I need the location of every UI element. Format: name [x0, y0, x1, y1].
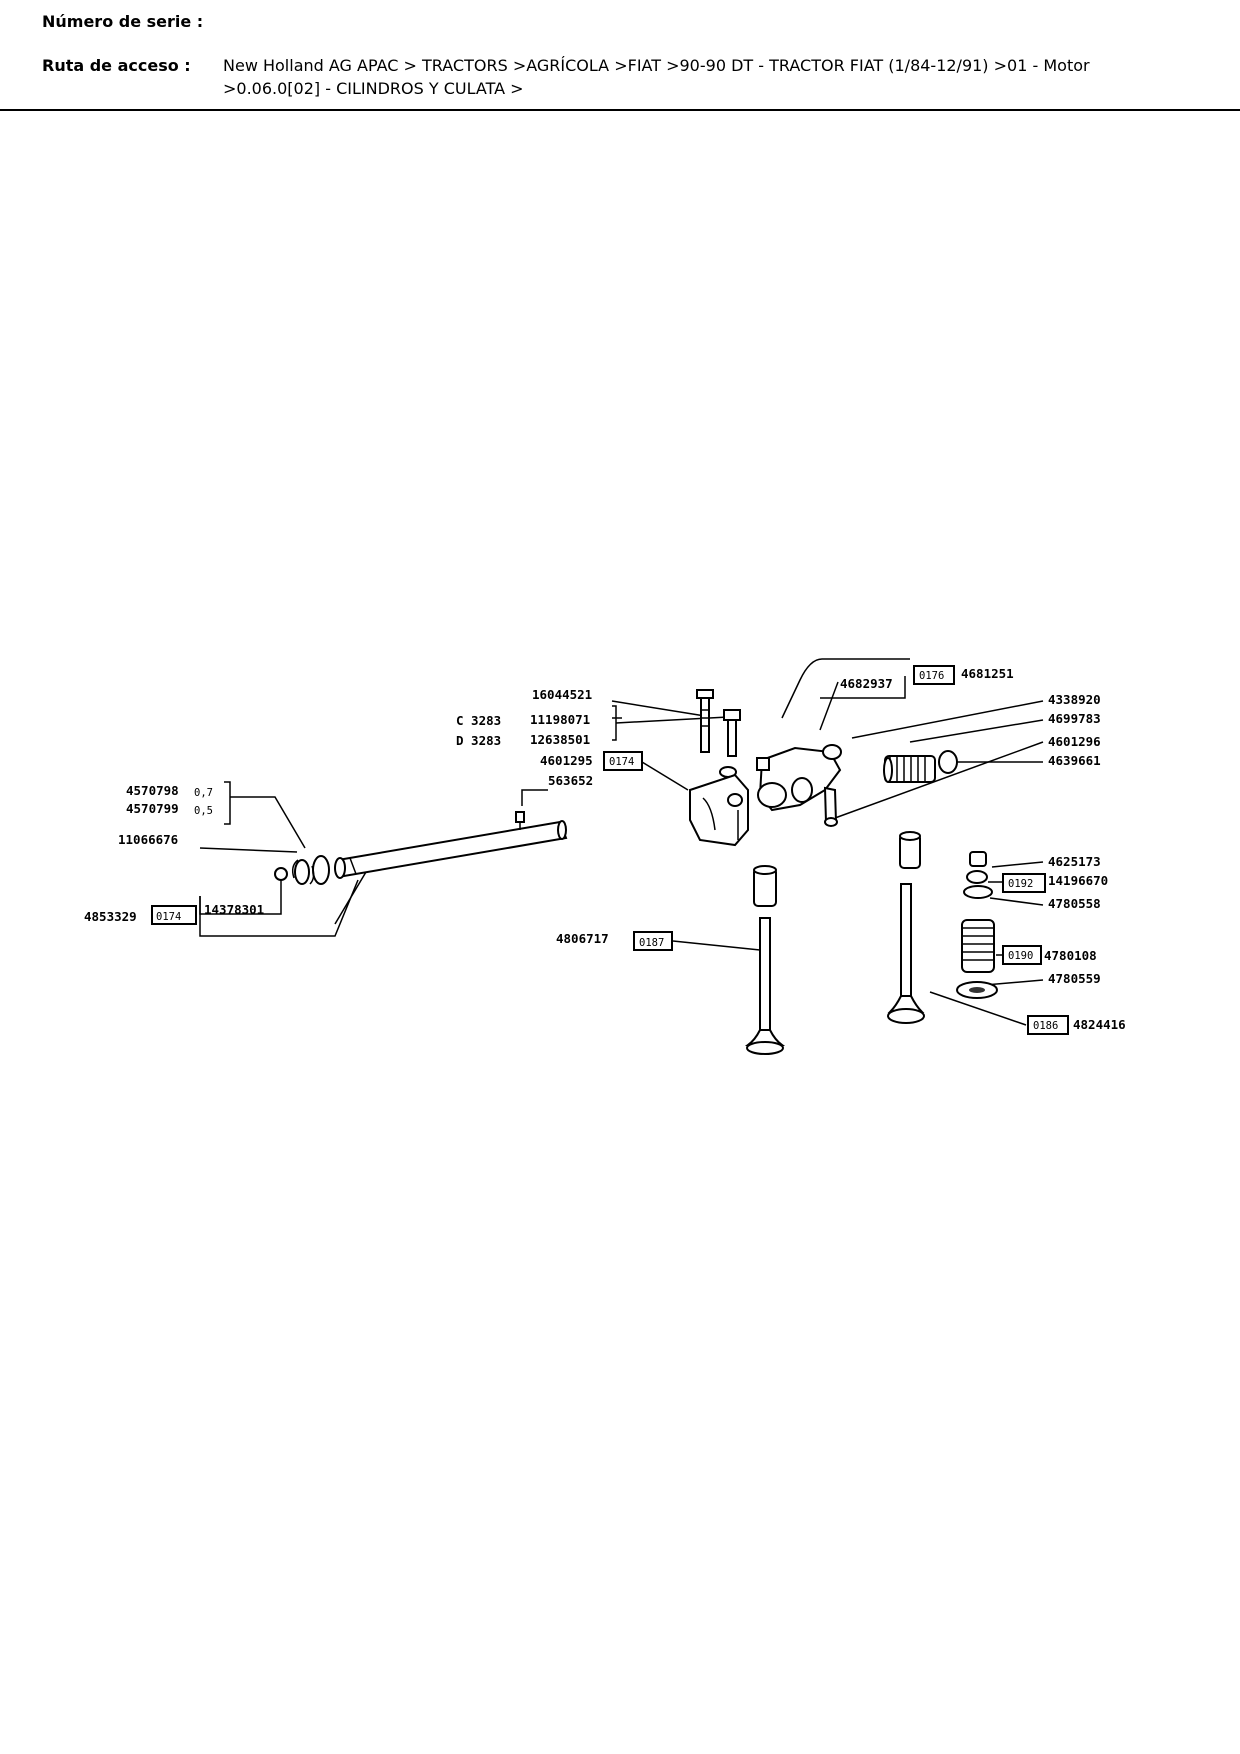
part-label-14378301: 14378301: [204, 902, 264, 917]
part-label-4570798: 4570798: [126, 783, 179, 798]
part-label-11198071: 11198071: [530, 712, 590, 727]
revision-label-c3283: C 3283: [456, 713, 501, 728]
part-label-12638501: 12638501: [530, 732, 590, 747]
ref-label-0192: 0192: [1008, 878, 1033, 890]
part-label-4570799: 4570799: [126, 801, 179, 816]
part-label-4780108: 4780108: [1044, 948, 1097, 963]
serial-number-label: Número de serie :: [42, 12, 204, 31]
ref-label-0174-shaft: 0174: [156, 911, 181, 923]
ref-label-0190: 0190: [1008, 950, 1033, 962]
part-label-16044521: 16044521: [532, 687, 592, 702]
part-label-4824416: 4824416: [1073, 1017, 1126, 1032]
part-drawings: [274, 689, 998, 1055]
part-label-4806717: 4806717: [556, 931, 609, 946]
leader-lines: [199, 658, 1044, 1026]
part-label-4780558: 4780558: [1048, 896, 1101, 911]
part-label-4853329: 4853329: [84, 909, 137, 924]
part-label-14196670: 14196670: [1048, 873, 1108, 888]
part-number-labels: 16044521 C 3283 D 3283 11198071 12638501…: [84, 666, 1126, 1032]
revision-label-d3283: D 3283: [456, 733, 501, 748]
part-label-4601295: 4601295: [540, 753, 593, 768]
part-label-4625173: 4625173: [1048, 854, 1101, 869]
part-label-4338920: 4338920: [1048, 692, 1101, 707]
access-path-label: Ruta de acceso :: [42, 56, 191, 75]
rocker-spring: [883, 755, 936, 783]
part-label-4780559: 4780559: [1048, 971, 1101, 986]
shim-thickness-07: 0,7: [194, 787, 213, 799]
ref-label-0186: 0186: [1033, 1020, 1058, 1032]
part-label-4699783: 4699783: [1048, 711, 1101, 726]
ref-label-0187: 0187: [639, 937, 664, 949]
header-divider: [0, 109, 1240, 111]
part-label-4681251: 4681251: [961, 666, 1014, 681]
part-label-4682937: 4682937: [840, 676, 893, 691]
ref-label-0174-support: 0174: [609, 756, 634, 768]
shim-thickness-05: 0,5: [194, 805, 213, 817]
access-path-breadcrumb: New Holland AG APAC > TRACTORS >AGRÍCOLA…: [223, 56, 1090, 98]
reference-boxes: [151, 665, 1069, 1035]
part-label-11066676: 11066676: [118, 832, 178, 847]
part-label-563652: 563652: [548, 773, 593, 788]
ref-label-0176: 0176: [919, 670, 944, 682]
part-label-4639661: 4639661: [1048, 753, 1101, 768]
valve-spring: [961, 919, 995, 973]
part-label-4601296: 4601296: [1048, 734, 1101, 749]
